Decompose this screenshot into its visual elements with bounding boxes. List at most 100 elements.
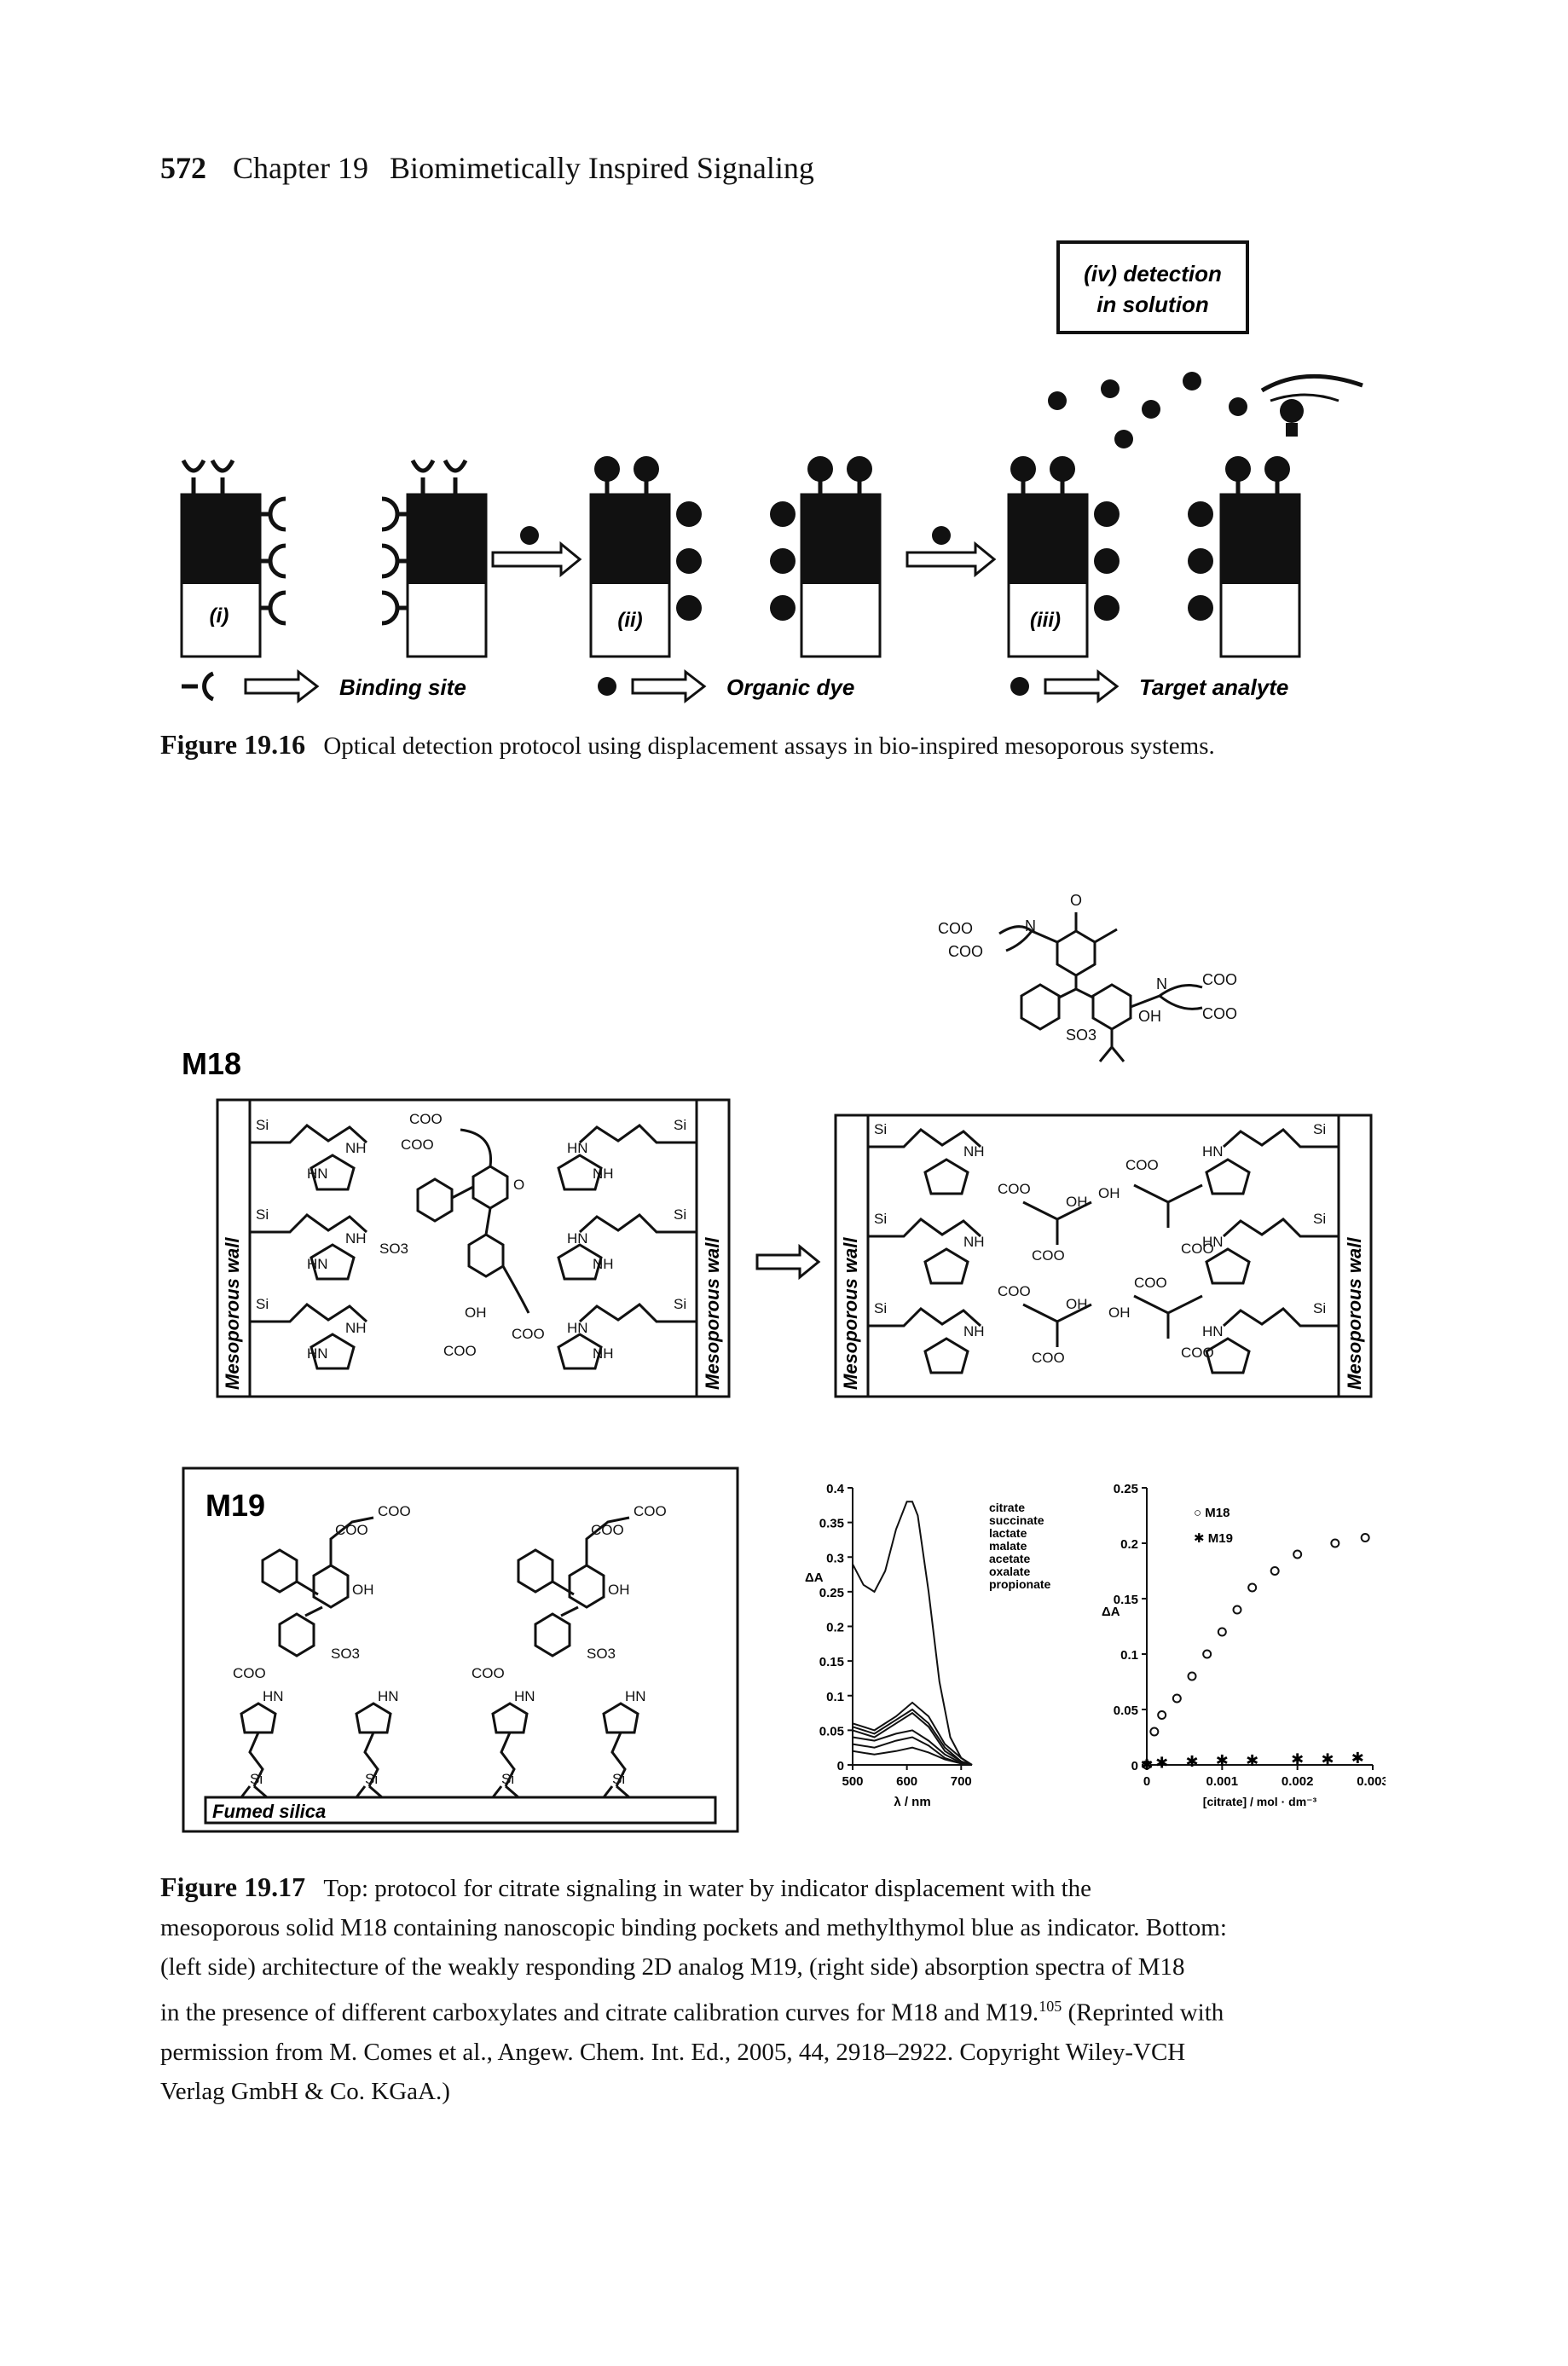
calib-x-tick-label: 0.002	[1282, 1774, 1314, 1789]
m18r-coo-3: COO	[998, 1283, 1031, 1299]
spectra-y-tick-label: 0.2	[826, 1621, 844, 1635]
m18r-o-si-5: Si	[1313, 1211, 1326, 1227]
m18-nh-5: NH	[593, 1256, 614, 1272]
legend-binding-site: Binding site	[339, 674, 466, 700]
spectra-x-tick-label: 500	[842, 1774, 863, 1789]
calib-point-m18	[1187, 1671, 1197, 1681]
spectra-legend-item: acetate	[989, 1552, 1030, 1565]
mtb-coo-label-2: COO	[948, 943, 983, 960]
spectra-legend-item: propionate	[989, 1577, 1051, 1591]
arrow-1	[491, 541, 582, 578]
spectra-legend-item: succinate	[989, 1513, 1044, 1527]
m18r-coo-5: COO	[1125, 1157, 1159, 1173]
calib-y-tick-label: 0.05	[1114, 1704, 1138, 1718]
arrow-3	[755, 1243, 821, 1281]
calib-point-m18	[1172, 1693, 1182, 1704]
detection-text-line1: (iv) detection	[1084, 261, 1222, 286]
m19-coo-5: COO	[591, 1522, 624, 1538]
wall-label-4: Mesoporous wall	[1344, 1237, 1365, 1390]
m18r-coo-2: COO	[1032, 1247, 1065, 1264]
spectrum-line-succinate	[852, 1701, 973, 1766]
m19-label: M19	[205, 1488, 265, 1523]
m19-coo-1: COO	[233, 1665, 266, 1681]
spectra-legend-item: malate	[989, 1539, 1027, 1553]
m18-o: O	[513, 1177, 524, 1193]
m18-coo-1: COO	[409, 1111, 443, 1127]
m18-coo-4: COO	[512, 1326, 545, 1342]
m18-hn-5: HN	[567, 1230, 588, 1247]
spectra-y-tick-label: 0	[837, 1759, 844, 1773]
m18-o-si-1: Si	[256, 1117, 269, 1133]
arrow-2	[906, 541, 997, 578]
step-label-iii: (iii)	[1030, 609, 1061, 632]
spectra-legend-item: citrate	[989, 1501, 1025, 1514]
m18-nh-4: NH	[593, 1166, 614, 1182]
calib-x-tick-label: 0.003	[1357, 1774, 1386, 1789]
m19-structure-panel: M19 Fumed silica HN HN HN HN COO COO C	[182, 1466, 739, 1833]
spectra-y-tick-label: 0.35	[819, 1517, 844, 1531]
m18r-nh-1: NH	[963, 1143, 985, 1160]
step-label-i: (i)	[210, 605, 229, 628]
panel-iii: (iii)	[1007, 456, 1301, 658]
mtb-n-label: N	[1025, 917, 1036, 934]
m18r-coo-4: COO	[1032, 1350, 1065, 1366]
m18-hn-4: HN	[567, 1140, 588, 1156]
caption-ref: 105	[1039, 1998, 1062, 2015]
spectra-y-tick-label: 0.15	[819, 1655, 844, 1669]
m18r-nh-3: NH	[963, 1323, 985, 1339]
mtb-coo-label-3: COO	[1202, 971, 1237, 988]
calib-point-m18	[1149, 1727, 1160, 1737]
spectrum-line-propionate	[852, 1746, 973, 1766]
m19-hn-1: HN	[263, 1688, 284, 1704]
calib-x-tick-label: 0.001	[1206, 1774, 1239, 1789]
m18r-coo-8: COO	[1181, 1345, 1214, 1361]
methylthymol-blue-structure	[998, 912, 1203, 1062]
mtb-coo-label-4: COO	[1202, 1005, 1237, 1022]
m18-o-si-2: Si	[256, 1206, 269, 1223]
m18-nh-1: NH	[345, 1140, 367, 1156]
m19-si-1: Si	[250, 1771, 263, 1787]
m18-hn-2: HN	[307, 1256, 328, 1272]
m19-si-3: Si	[501, 1771, 514, 1787]
m18-o-si-6: Si	[674, 1296, 686, 1312]
m19-si-4: Si	[612, 1771, 625, 1787]
page-number: 572	[160, 151, 206, 185]
detection-box	[1056, 240, 1249, 334]
calib-point-m19: ✱	[1216, 1752, 1229, 1769]
mtb-oh-label: OH	[1138, 1008, 1161, 1025]
spectra-y-tick-label: 0.4	[826, 1482, 845, 1496]
m18r-hn-2: HN	[1202, 1234, 1224, 1250]
m19-oh-2: OH	[608, 1582, 630, 1598]
spectrum-line-malate	[852, 1711, 973, 1766]
spectra-x-label: λ / nm	[894, 1795, 930, 1809]
calib-legend-item: ○ M18	[1194, 1506, 1230, 1520]
spectra-y-tick-label: 0.25	[819, 1586, 844, 1600]
figure-16-legend: Binding site Organic dye Target analyte	[182, 668, 1288, 704]
figure-17-top-schematic: O COO COO N N COO COO OH SO3 M18 Mesopor…	[182, 892, 1373, 1398]
mtb-n-label-2: N	[1156, 975, 1167, 992]
m19-si-2: Si	[365, 1771, 378, 1787]
m18r-oh-2: OH	[1066, 1296, 1088, 1312]
m19-so3-1: SO3	[331, 1646, 360, 1662]
calib-x-tick-label: 0	[1143, 1774, 1150, 1789]
m19-coo-4: COO	[472, 1665, 505, 1681]
m18-o-si-5: Si	[674, 1206, 686, 1223]
m18r-o-si-2: Si	[874, 1211, 887, 1227]
m18-o-si-3: Si	[256, 1296, 269, 1312]
calib-point-m19: ✱	[1321, 1751, 1334, 1768]
calib-y-tick-label: 0.15	[1114, 1593, 1138, 1607]
calib-point-m19: ✱	[1155, 1754, 1168, 1771]
m18-oh: OH	[465, 1304, 487, 1321]
m19-hn-4: HN	[625, 1688, 646, 1704]
m18-hn-3: HN	[307, 1345, 328, 1362]
spectra-y-tick-label: 0.05	[819, 1724, 844, 1738]
m18-coo-2: COO	[401, 1137, 434, 1153]
spectrum-line-acetate	[852, 1729, 973, 1766]
m18-pore-displaced: Mesoporous wall Mesoporous wall Si Si Si…	[834, 1114, 1373, 1398]
calib-x-label: [citrate] / mol · dm⁻³	[1203, 1795, 1317, 1808]
m18-pore-loaded: Mesoporous wall Mesoporous wall Si S	[216, 1098, 731, 1398]
m18r-o-si-6: Si	[1313, 1300, 1326, 1316]
calib-point-m18	[1202, 1649, 1212, 1659]
dye-dot	[520, 526, 539, 545]
eye-icon	[1260, 373, 1363, 437]
